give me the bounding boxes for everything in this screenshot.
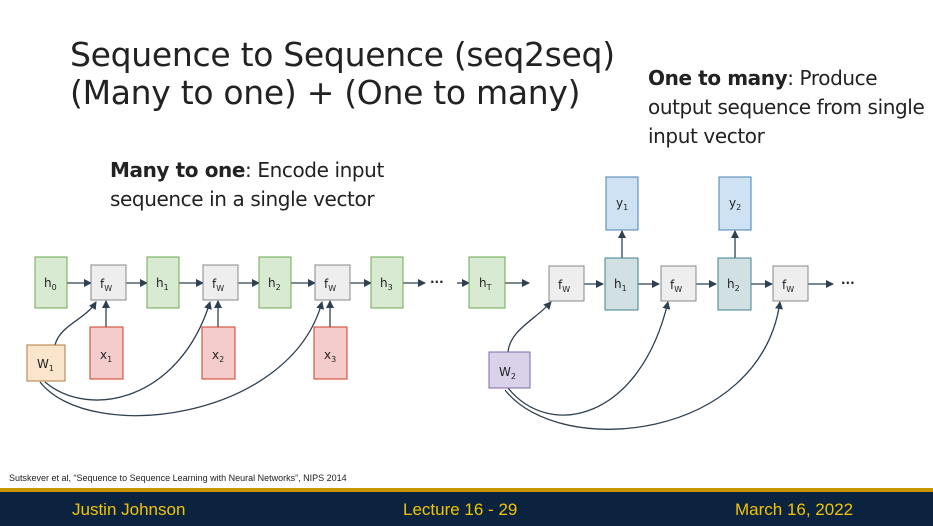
encoder-input-node: x2: [201, 326, 236, 380]
one-to-many-text: : Produce output sequence from single in…: [648, 66, 925, 148]
decoder-hidden-node: h1: [604, 257, 639, 311]
decoder-function-node: fW: [772, 265, 809, 302]
decoder-ellipsis: ···: [841, 276, 855, 290]
svg-text:x2: x2: [212, 348, 224, 364]
encoder-weight-node: W1: [26, 344, 66, 382]
arrow-w1-f2: [44, 301, 212, 401]
footer-lecture: Lecture 16 - 29: [403, 500, 518, 519]
svg-text:fW: fW: [558, 278, 570, 294]
footer-date: March 16, 2022: [735, 500, 854, 519]
many-to-one-heading: Many to one: [110, 158, 246, 182]
svg-text:y2: y2: [729, 196, 741, 212]
many-to-one-text: : Encode input sequence in a single vect…: [110, 158, 384, 211]
svg-text:W1: W1: [37, 357, 54, 373]
svg-text:fW: fW: [782, 278, 794, 294]
one-to-many-heading: One to many: [648, 66, 788, 90]
title-line-1: Sequence to Sequence (seq2seq): [70, 35, 615, 74]
svg-text:x3: x3: [324, 348, 336, 364]
svg-text:h2: h2: [727, 277, 740, 293]
encoder: h0 fW h1 fW h2: [26, 256, 506, 382]
footer-author: Justin Johnson: [72, 500, 186, 519]
decoder-weight-node: W2: [488, 351, 531, 389]
encoder-hidden-node: h3: [370, 256, 404, 309]
footer-bar: Justin Johnson Lecture 16 - 29 March 16,…: [0, 488, 933, 526]
many-to-one-callout: Many to one: Encode input sequence in a …: [110, 156, 440, 214]
svg-text:W2: W2: [499, 365, 516, 381]
arrow-w1-f3: [39, 301, 325, 417]
svg-text:h1: h1: [156, 276, 169, 292]
encoder-hidden-node: h0: [34, 256, 68, 309]
svg-text:h2: h2: [268, 276, 281, 292]
encoder-final-hidden-node: hT: [468, 256, 506, 309]
arrow-w2-df3: [504, 301, 783, 430]
one-to-many-callout: One to many: Produce output sequence fro…: [648, 64, 933, 151]
svg-text:hT: hT: [479, 276, 492, 292]
encoder-ellipsis: ···: [430, 275, 444, 289]
svg-text:h1: h1: [614, 277, 627, 293]
arrow-w1-f1: [54, 301, 97, 346]
decoder-function-node: fW: [548, 265, 585, 302]
svg-text:x1: x1: [100, 348, 112, 364]
arrow-w2-df1: [507, 301, 552, 353]
svg-text:fW: fW: [324, 277, 336, 293]
svg-text:h3: h3: [380, 276, 393, 292]
svg-text:fW: fW: [100, 277, 112, 293]
svg-text:y1: y1: [616, 196, 628, 212]
encoder-function-node: fW: [314, 264, 351, 301]
encoder-function-node: fW: [90, 264, 127, 301]
seq2seq-diagram: h0 fW h1 fW h2: [26, 176, 855, 430]
slide-title: Sequence to Sequence (seq2seq) (Many to …: [70, 36, 630, 112]
svg-text:fW: fW: [212, 277, 224, 293]
decoder: fW h1 fW h2 fW ···: [488, 176, 855, 389]
arrow-w2-df2: [507, 301, 671, 416]
decoder-function-node: fW: [660, 265, 697, 302]
svg-text:fW: fW: [670, 278, 682, 294]
encoder-hidden-node: h1: [146, 256, 180, 309]
citation: Sutskever et al, “Sequence to Sequence L…: [9, 473, 347, 483]
encoder-input-node: x1: [89, 326, 124, 380]
title-line-2: (Many to one) + (One to many): [70, 73, 581, 112]
svg-text:h0: h0: [44, 276, 57, 292]
encoder-input-node: x3: [313, 326, 348, 380]
decoder-output-node: y1: [605, 176, 639, 231]
decoder-output-node: y2: [718, 176, 752, 231]
encoder-hidden-node: h2: [258, 256, 292, 309]
decoder-hidden-node: h2: [717, 257, 752, 311]
encoder-function-node: fW: [202, 264, 239, 301]
